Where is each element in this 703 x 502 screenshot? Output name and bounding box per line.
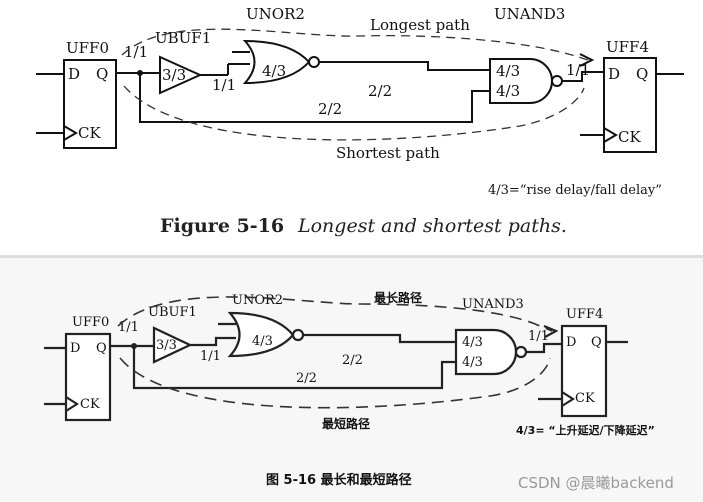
unand3-out-delay-cn: 1/1	[528, 329, 549, 344]
uff0-clock-marker-cn	[65, 396, 80, 412]
shortest-path-label-cn: 最短路径	[322, 416, 370, 431]
unand3-out-delay: 1/1	[566, 61, 590, 79]
caption-figure-number: Figure 5-16	[160, 215, 284, 237]
shortest-wire-cn	[132, 346, 456, 390]
delay-legend-cn: 4/3= “上升延迟/下降延迟”	[516, 423, 655, 437]
unor2-label-cn: UNOR2	[232, 293, 283, 308]
unand3-label: UNAND3	[494, 5, 565, 23]
uff4-clock-marker	[603, 127, 618, 143]
unor2-gate	[242, 39, 311, 85]
uff0-d-pin: D	[68, 65, 80, 83]
english-circuit-diagram: UFF0 D Q CK 1/1 UBUF1 3/3 1/1 UNOR2 4/3 …	[36, 5, 684, 237]
longest-path-curve	[121, 28, 589, 61]
uff0-clock-marker	[63, 125, 78, 141]
uff0-d-pin-cn: D	[70, 341, 80, 356]
uff4-d-pin: D	[608, 65, 620, 83]
shortest-path-curve-cn	[119, 357, 551, 409]
caption-title: Longest and shortest paths.	[297, 215, 567, 237]
unand3-label-cn: UNAND3	[462, 297, 524, 312]
short-wire-delay-cn: 2/2	[296, 371, 317, 386]
unor2-delay-cn: 4/3	[252, 334, 273, 349]
uff4-label: UFF4	[606, 38, 649, 56]
uff0-q-delay: 1/1	[124, 43, 148, 61]
longest-path-arrowhead	[579, 53, 595, 67]
unand3-delay-a-cn: 4/3	[462, 335, 483, 350]
ubuf1-out-wire-cn	[190, 336, 236, 347]
unor2-to-unand3-wire-cn	[303, 333, 456, 344]
unand3-delay-b: 4/3	[496, 82, 520, 100]
longest-path-label-cn: 最长路径	[374, 290, 422, 305]
ubuf1-out-delay-cn: 1/1	[200, 349, 221, 364]
uff0-q-pin-cn: Q	[96, 341, 107, 356]
short-wire-delay: 2/2	[318, 100, 342, 118]
uff4-clock-marker-cn	[561, 391, 576, 407]
uff4-ck-pin-cn: CK	[575, 391, 595, 406]
uff4-label-cn: UFF4	[566, 307, 603, 322]
shortest-path-curve	[123, 85, 585, 141]
shortest-wire	[139, 73, 490, 123]
ubuf1-gate-cn	[152, 326, 193, 364]
uff4-q-pin-cn: Q	[591, 335, 602, 350]
ubuf1-out-delay: 1/1	[212, 76, 236, 94]
unand3-bubble-cn	[514, 345, 528, 359]
longest-path-curve-cn	[117, 296, 553, 332]
unand3-to-uff4-wire-cn	[526, 342, 562, 354]
unor2-bubble	[308, 56, 320, 68]
chinese-figure-panel: UFF0 D Q CK 1/1 UBUF1 3/3 1/1 UNOR2 4/3 …	[0, 258, 703, 502]
uff0-ck-pin-cn: CK	[80, 397, 100, 412]
csdn-watermark: CSDN @晨曦backend	[518, 474, 674, 492]
unand3-delay-a: 4/3	[496, 62, 520, 80]
unor2-label: UNOR2	[246, 5, 305, 23]
uff0-box	[63, 59, 117, 149]
longest-path-arrowhead-cn	[543, 324, 559, 338]
uff4-ck-pin: CK	[618, 128, 641, 146]
unand3-delay-b-cn: 4/3	[462, 355, 483, 370]
ubuf1-gate	[159, 55, 203, 95]
uff0-q-delay-cn: 1/1	[118, 320, 139, 335]
unor2-gate-cn	[227, 311, 295, 358]
uff0-label: UFF0	[66, 39, 109, 57]
panel-divider	[0, 255, 703, 258]
ubuf1-delay: 3/3	[162, 66, 186, 84]
uff0-label-cn: UFF0	[72, 315, 109, 330]
english-figure-panel: UFF0 D Q CK 1/1 UBUF1 3/3 1/1 UNOR2 4/3 …	[36, 5, 684, 237]
uff0-q-pin: Q	[96, 65, 108, 83]
caption-cn: 图 5-16 最长和最短路径	[266, 472, 412, 488]
ubuf1-label-cn: UBUF1	[148, 305, 197, 320]
uff4-d-pin-cn: D	[566, 335, 576, 350]
unor2-delay: 4/3	[262, 62, 286, 80]
mid-wire-delay: 2/2	[368, 82, 392, 100]
mid-wire-delay-cn: 2/2	[342, 353, 363, 368]
shortest-path-label: Shortest path	[336, 144, 440, 162]
uff4-q-pin: Q	[636, 65, 648, 83]
chinese-circuit-diagram: UFF0 D Q CK 1/1 UBUF1 3/3 1/1 UNOR2 4/3 …	[44, 290, 674, 492]
unor2-to-unand3-wire	[319, 61, 490, 71]
unor2-bubble-cn	[291, 328, 305, 342]
longest-path-label: Longest path	[370, 16, 470, 34]
delay-legend: 4/3=“rise delay/fall delay”	[488, 183, 662, 198]
ubuf1-delay-cn: 3/3	[156, 338, 177, 353]
unand3-bubble	[551, 75, 563, 87]
uff0-ck-pin: CK	[78, 124, 101, 142]
unand3-to-uff4-wire	[562, 71, 604, 82]
